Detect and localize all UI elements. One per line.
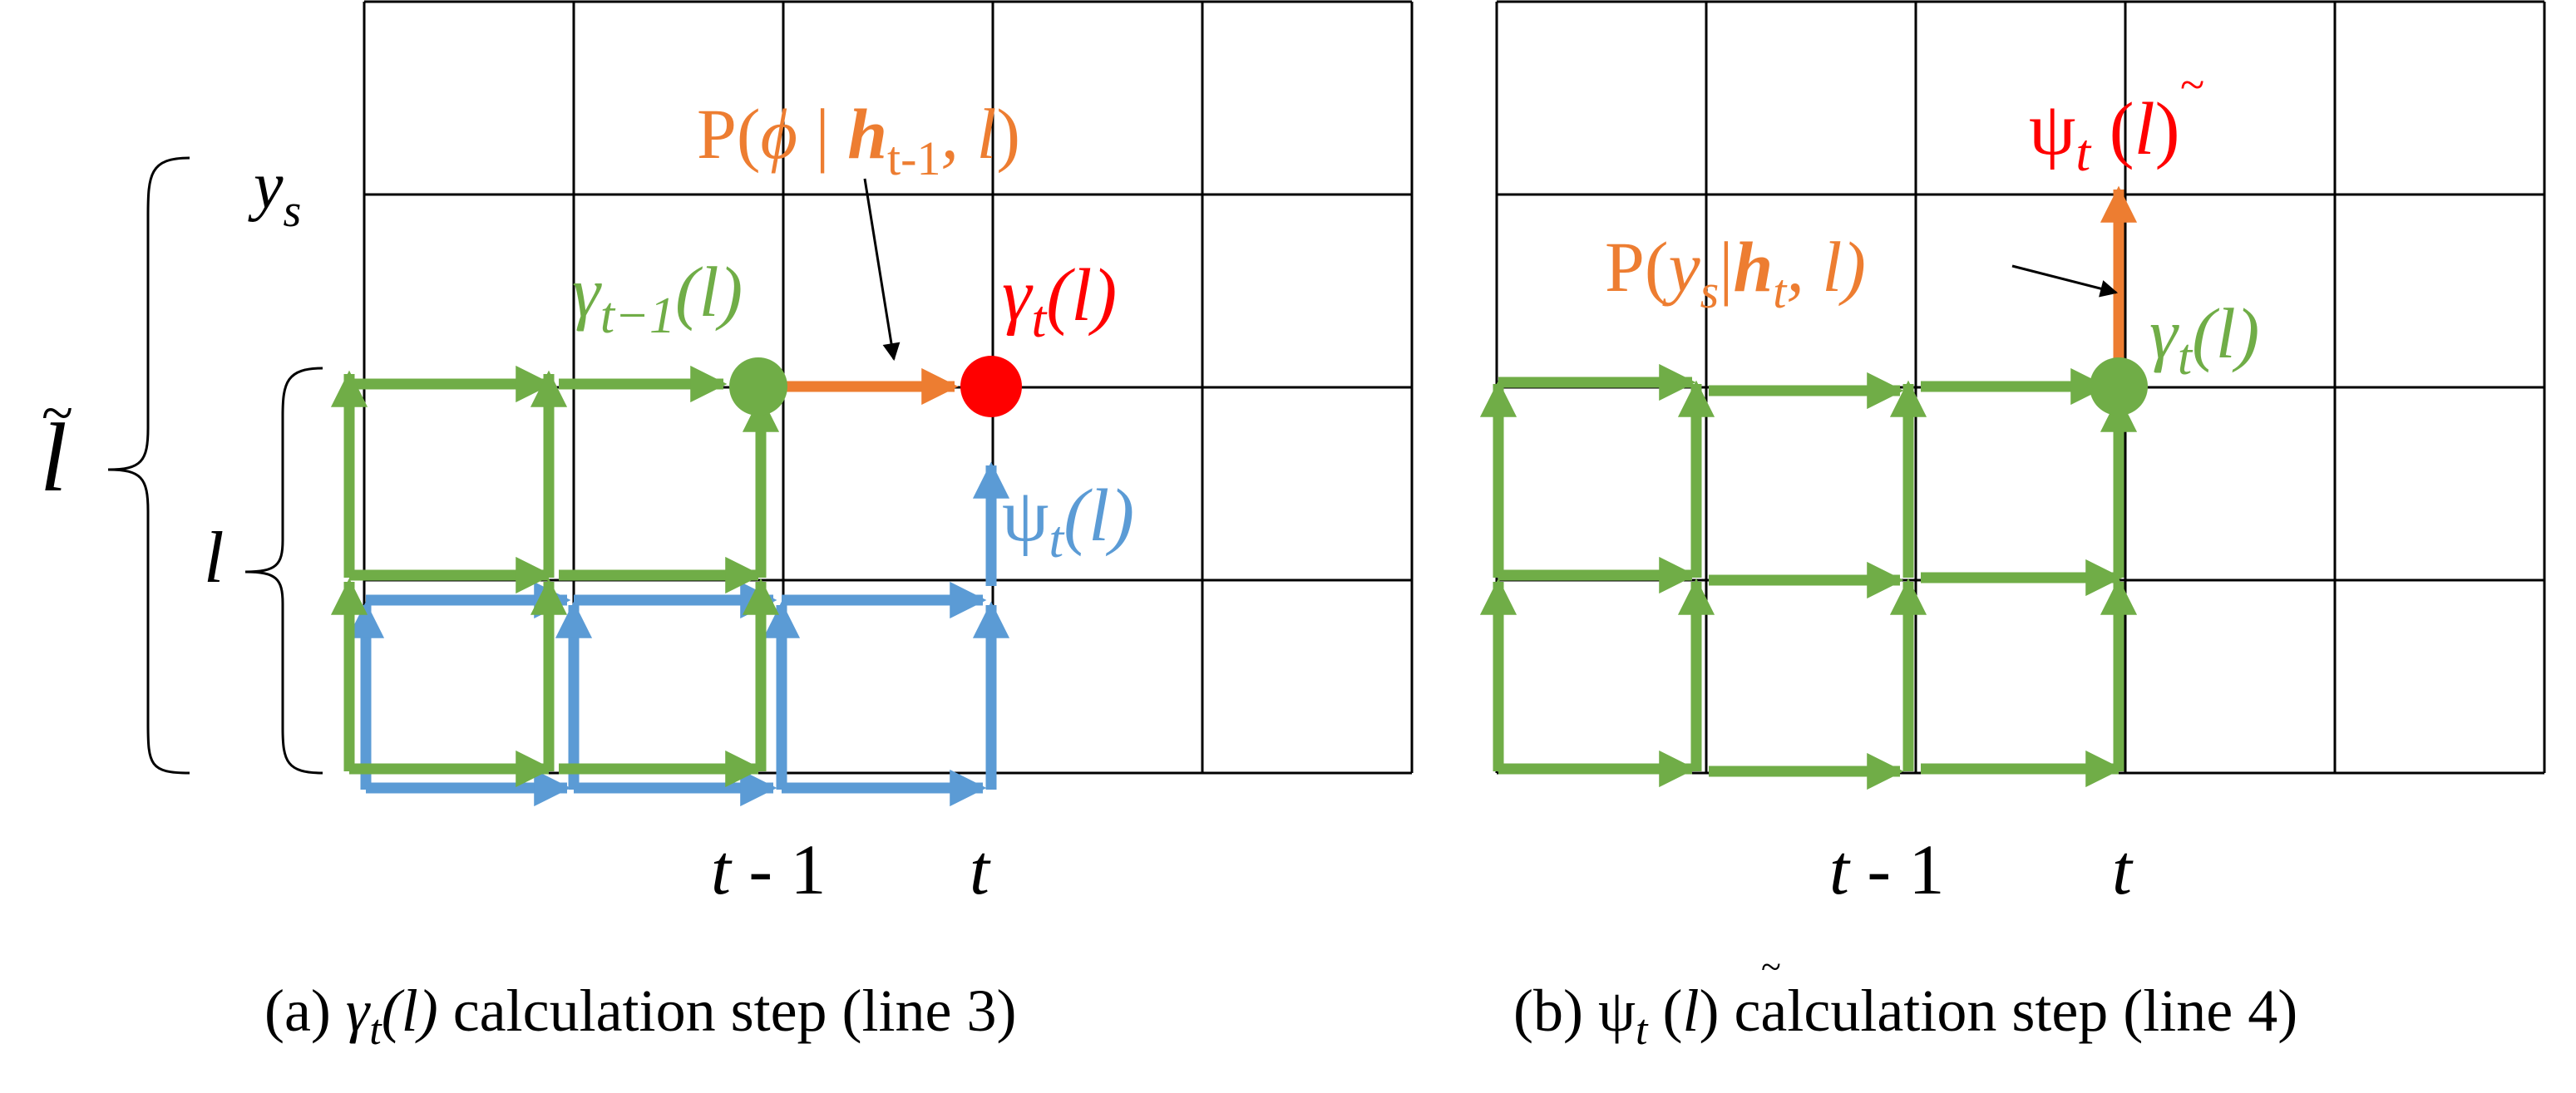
gamma-prev-node [729, 357, 787, 416]
ltilde-accent: ~ [42, 382, 73, 446]
pointer-arrow-a [863, 178, 901, 362]
tick-t-a: t [970, 830, 991, 909]
gamma-t-label-a: γt(l) [1002, 254, 1117, 348]
label-l: l [204, 518, 224, 598]
tick-t-b: t [2112, 830, 2134, 909]
lattice-paths-panel-b [1479, 185, 2148, 790]
caption-b: (b) ψt (l) calculation step (line 4) [1513, 977, 2297, 1054]
pointer-arrow-b [2011, 264, 2119, 298]
caption-a: (a) γt(l) calculation step (line 3) [264, 977, 1016, 1054]
gamma-t-node-b [2090, 357, 2148, 416]
label-ltilde: l [40, 403, 67, 512]
caption-b-accent: ~ [1761, 947, 1781, 987]
label-ys: ys [248, 150, 301, 237]
psi-label-a: ψt(l) [1002, 475, 1134, 569]
brace-ltilde [107, 156, 190, 775]
prob-phi-label: P(ϕ | ht-1, l) [697, 94, 1020, 185]
gamma-t-label-b: γt(l) [2149, 293, 2259, 386]
psi-ltilde-accent-b: ~ [2180, 60, 2204, 110]
prob-ys-label: P(ys|ht, l) [1605, 227, 1866, 318]
psi-ltilde-label-b: ψt (l) [2029, 88, 2180, 182]
brace-l [244, 367, 323, 775]
tick-t-minus-1-a: t - 1 [711, 830, 827, 909]
tick-t-minus-1-b: t - 1 [1829, 830, 1945, 909]
lattice-paths-panel-a [330, 356, 1022, 807]
gamma-prev-label: γt−1(l) [572, 252, 743, 344]
gamma-t-node-a [960, 356, 1022, 417]
